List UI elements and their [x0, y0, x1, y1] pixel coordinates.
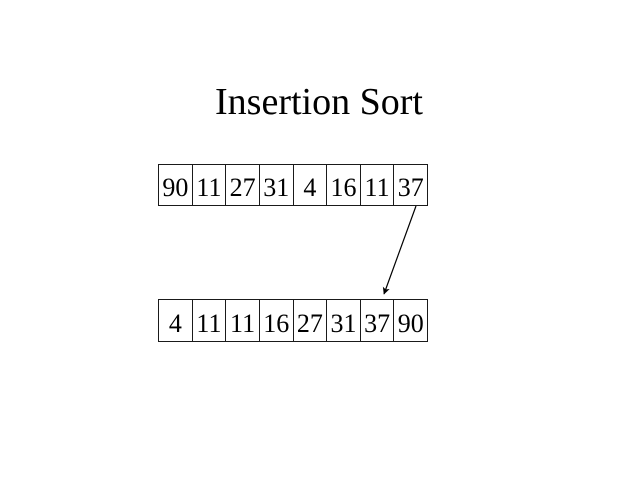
array-cell: 31: [326, 300, 360, 341]
slide-title: Insertion Sort: [215, 81, 423, 123]
array-cell: 16: [258, 300, 293, 341]
sorted-array: 4 11 11 16 27 31 37 90: [158, 299, 428, 342]
array-cell: 90: [393, 300, 427, 341]
array-cell: 4: [292, 165, 327, 205]
array-cell: 90: [162, 173, 189, 202]
array-cell: 27: [292, 300, 327, 341]
array-cell: 31: [258, 165, 293, 205]
array-cell: 16: [326, 165, 360, 205]
array-cell: 27: [225, 165, 259, 205]
unsorted-array: 90 11 27 31 4 16 11 37: [158, 164, 428, 206]
insertion-arrow-line: [382, 205, 417, 295]
array-cell: 11: [225, 300, 259, 341]
array-cell: 11: [191, 165, 226, 205]
array-cell: 37: [359, 300, 394, 341]
array-cell: 37: [393, 165, 427, 205]
array-cell: 11: [191, 300, 226, 341]
array-cell: 11: [359, 165, 394, 205]
array-cell: 4: [168, 308, 182, 338]
